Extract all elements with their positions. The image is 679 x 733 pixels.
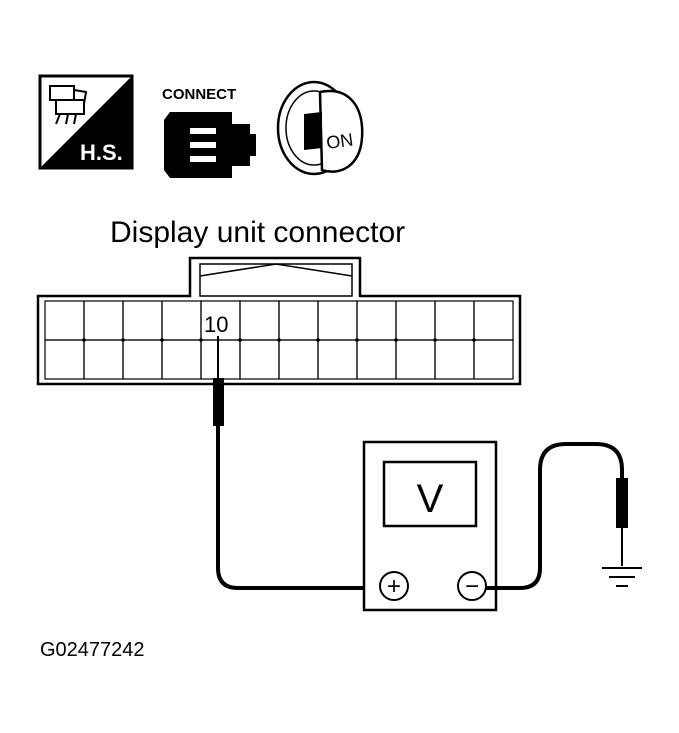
grid-junction-dot: [121, 338, 125, 342]
ground-symbol: [602, 567, 642, 587]
connector-pin-grid: [44, 300, 514, 380]
display-unit-connector: 10: [36, 256, 522, 386]
grid-junction-dot: [394, 338, 398, 342]
minus-symbol: −: [465, 573, 479, 600]
grid-junction-dot: [160, 338, 164, 342]
plus-terminal: [379, 571, 409, 601]
negative-probe: [486, 442, 628, 590]
pin-cavity: [473, 339, 514, 380]
meter-display: [382, 460, 478, 528]
grid-junction-dot: [277, 338, 281, 342]
harness-connector-icon: [49, 85, 88, 125]
grid-junction-dot: [316, 338, 320, 342]
grid-junction-dot: [355, 338, 359, 342]
pin-10-label: 10: [204, 312, 228, 337]
grid-junction-dot: [238, 338, 242, 342]
connect-icon: CONNECT: [162, 86, 256, 178]
grid-junction-dot: [433, 338, 437, 342]
grid-junction-dot: [472, 338, 476, 342]
grid-junction-dot: [82, 338, 86, 342]
ignition-key-icon: ON: [276, 80, 364, 176]
harness-icon: H.S.: [38, 74, 134, 170]
voltmeter: V + −: [362, 440, 498, 612]
positive-probe: [213, 336, 380, 590]
ignition-on-label: ON: [325, 129, 355, 153]
figure-code: G02477242: [40, 639, 145, 661]
hs-label: H.S.: [80, 140, 123, 165]
meter-symbol: V: [417, 477, 444, 521]
connector-title: Display unit connector: [110, 216, 405, 249]
connect-label: CONNECT: [162, 86, 236, 103]
plus-symbol: +: [387, 573, 401, 600]
grid-junction-dot: [199, 338, 203, 342]
